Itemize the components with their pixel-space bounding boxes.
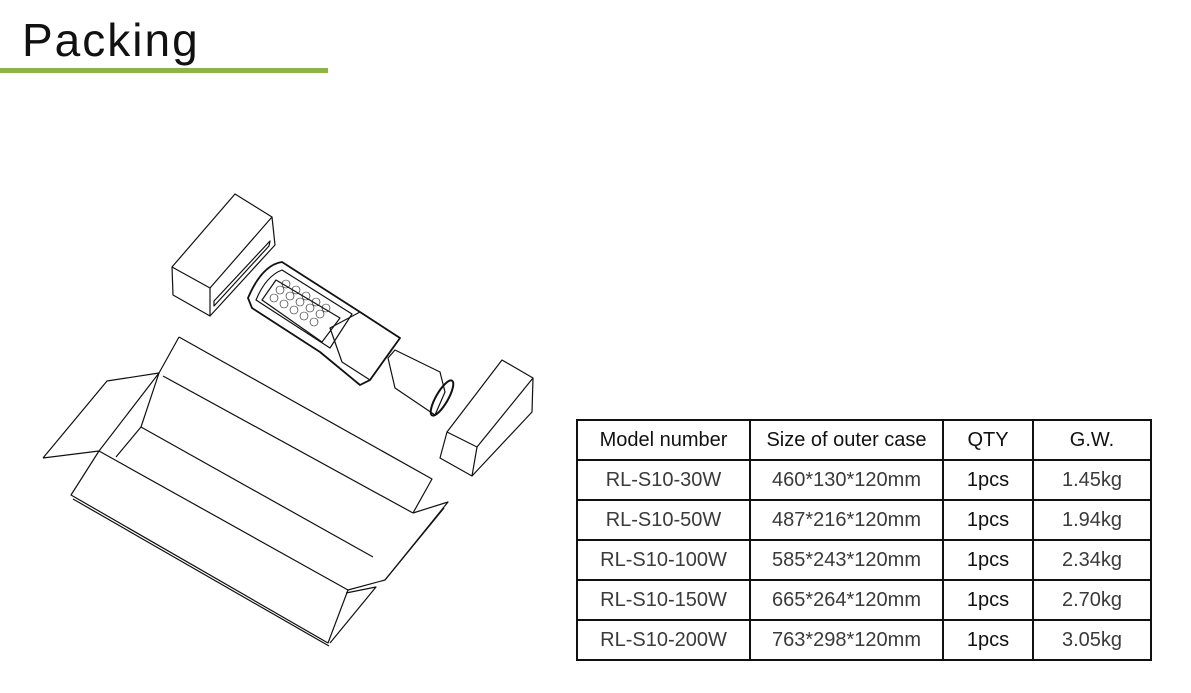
weight-cell: 2.34kg bbox=[1032, 539, 1152, 581]
weight-cell: 1.45kg bbox=[1032, 459, 1152, 501]
header-gross-weight: G.W. bbox=[1032, 419, 1152, 461]
foam-block-right-icon bbox=[439, 359, 534, 477]
foam-block-left-icon bbox=[171, 193, 276, 317]
carton-box-icon bbox=[42, 336, 449, 647]
size-cell: 763*298*120mm bbox=[749, 619, 944, 661]
size-cell: 460*130*120mm bbox=[749, 459, 944, 501]
size-cell: 487*216*120mm bbox=[749, 499, 944, 541]
packing-table: Model number Size of outer case QTY G.W.… bbox=[576, 419, 1152, 661]
table-header-row: Model number Size of outer case QTY G.W. bbox=[576, 419, 1152, 461]
model-cell: RL-S10-200W bbox=[576, 619, 751, 661]
qty-cell: 1pcs bbox=[942, 539, 1034, 581]
weight-cell: 3.05kg bbox=[1032, 619, 1152, 661]
size-cell: 665*264*120mm bbox=[749, 579, 944, 621]
table-row: RL-S10-150W 665*264*120mm 1pcs 2.70kg bbox=[576, 579, 1152, 621]
header-qty: QTY bbox=[942, 419, 1034, 461]
header-model-number: Model number bbox=[576, 419, 751, 461]
table-row: RL-S10-200W 763*298*120mm 1pcs 3.05kg bbox=[576, 619, 1152, 661]
weight-cell: 1.94kg bbox=[1032, 499, 1152, 541]
model-cell: RL-S10-50W bbox=[576, 499, 751, 541]
weight-cell: 2.70kg bbox=[1032, 579, 1152, 621]
header-outer-case-size: Size of outer case bbox=[749, 419, 944, 461]
table-row: RL-S10-30W 460*130*120mm 1pcs 1.45kg bbox=[576, 459, 1152, 501]
size-cell: 585*243*120mm bbox=[749, 539, 944, 581]
street-light-icon bbox=[247, 261, 455, 417]
model-cell: RL-S10-100W bbox=[576, 539, 751, 581]
qty-cell: 1pcs bbox=[942, 459, 1034, 501]
table-row: RL-S10-50W 487*216*120mm 1pcs 1.94kg bbox=[576, 499, 1152, 541]
model-cell: RL-S10-150W bbox=[576, 579, 751, 621]
table-row: RL-S10-100W 585*243*120mm 1pcs 2.34kg bbox=[576, 539, 1152, 581]
title-underline bbox=[0, 68, 328, 73]
qty-cell: 1pcs bbox=[942, 579, 1034, 621]
qty-cell: 1pcs bbox=[942, 619, 1034, 661]
qty-cell: 1pcs bbox=[942, 499, 1034, 541]
page-title: Packing bbox=[22, 14, 200, 66]
model-cell: RL-S10-30W bbox=[576, 459, 751, 501]
